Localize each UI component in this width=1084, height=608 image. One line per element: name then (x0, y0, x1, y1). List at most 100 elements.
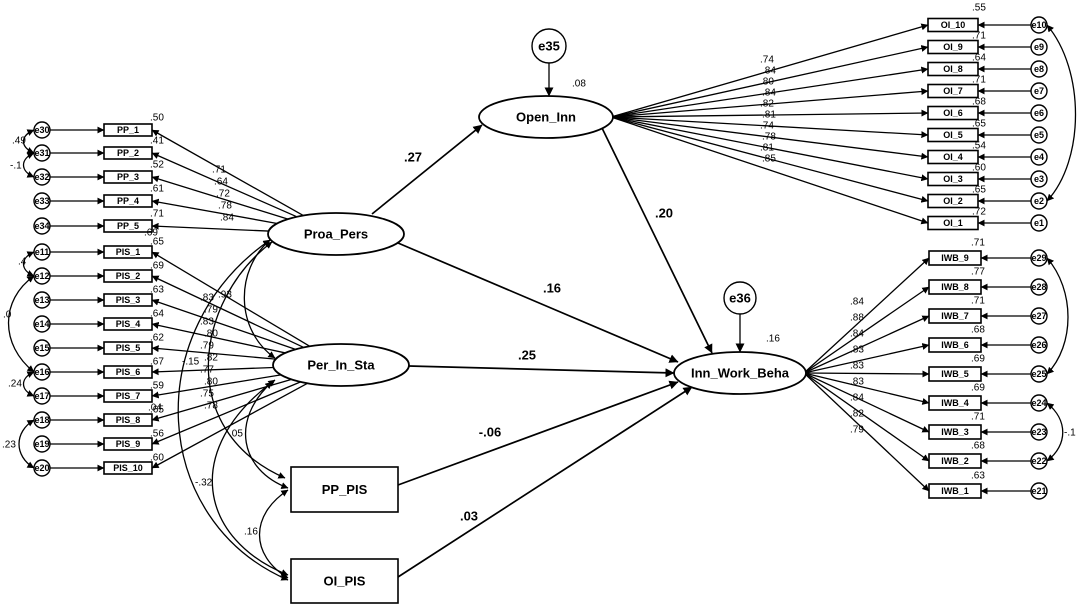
r2-label: .63 (150, 285, 164, 296)
loading-label: .84 (220, 213, 234, 224)
r2-label: .65 (972, 119, 986, 130)
latent-open-ellipse (478, 95, 614, 139)
iwb-item-box (928, 250, 982, 266)
loading-arrow (151, 222, 269, 232)
loading-label: .80 (204, 329, 218, 340)
loading-label: .84 (850, 393, 864, 404)
error-circle (33, 339, 51, 357)
loading-arrow (151, 175, 289, 220)
r2-label: .68 (972, 97, 986, 108)
residual-e36-circle (723, 281, 757, 315)
error-label: e17 (34, 391, 49, 401)
error-label: e31 (34, 148, 49, 158)
iwb-item-box (928, 483, 982, 499)
error-circle (1030, 365, 1048, 383)
errcov-e30-e31 (22, 129, 35, 154)
errcov-e18-e20 (18, 419, 35, 469)
pp-item-box (103, 146, 153, 160)
errcov-e29-e25 (1046, 257, 1069, 375)
oi-item-box (927, 17, 979, 33)
error-circle (33, 363, 51, 381)
r2-label: .69 (971, 383, 985, 394)
loading-arrow (610, 45, 929, 118)
loading-arrow (803, 370, 930, 378)
error-label: e7 (1034, 86, 1044, 96)
loading-label: .78 (762, 132, 776, 143)
residual-label: e35 (538, 39, 560, 54)
pp-pis-label: PP_PIS (322, 482, 368, 497)
error-circle (1030, 278, 1048, 296)
loading-arrow (803, 315, 930, 374)
error-circle (1030, 482, 1048, 500)
pis-item-label: PIS_8 (116, 415, 141, 425)
iwb-item-box (928, 424, 982, 440)
cov-label: .93 (218, 290, 232, 301)
r2-label: .71 (971, 412, 985, 423)
pp-item-label: PP_5 (117, 221, 139, 231)
errcov-e24-e22 (1046, 402, 1064, 462)
error-label: e16 (34, 367, 49, 377)
loading-label: .83 (850, 361, 864, 372)
loading-arrow (803, 257, 930, 374)
r2-label: .71 (150, 209, 164, 220)
loading-label: .85 (762, 154, 776, 165)
latent-per-label: Per_In_Sta (307, 358, 375, 373)
r2-label: .77 (971, 267, 985, 278)
pis-item-box (103, 389, 153, 403)
loading-label: .83 (850, 377, 864, 388)
loading-arrow (610, 116, 929, 139)
loading-arrow (151, 345, 276, 360)
errcov-e31-e32 (22, 152, 35, 178)
loading-arrow (610, 116, 929, 203)
cov-proa-oipis (177, 239, 289, 581)
oi-item-label: OI_10 (941, 20, 966, 30)
loading-label: .81 (760, 143, 774, 154)
error-circle (1030, 394, 1048, 412)
r2-label: .67 (150, 357, 164, 368)
loading-arrow (803, 372, 930, 405)
oi-item-label: OI_2 (943, 196, 963, 206)
r2-label: .64 (150, 309, 164, 320)
loading-arrow (151, 366, 274, 376)
r2-label: .65 (972, 185, 986, 196)
pp-item-label: PP_3 (117, 172, 139, 182)
error-label: e2 (1034, 196, 1044, 206)
r2-label: .69 (971, 354, 985, 365)
error-label: e34 (34, 221, 49, 231)
cov-label: .0 (3, 310, 12, 321)
error-label: e3 (1034, 174, 1044, 184)
residual-e35-circle (531, 28, 567, 64)
loading-arrow (610, 23, 929, 118)
error-circle (1030, 214, 1048, 232)
pis-item-label: PIS_1 (116, 247, 141, 257)
r2-label: .64 (972, 53, 986, 64)
pis-item-label: PIS_2 (116, 271, 141, 281)
pp-item-label: PP_2 (117, 148, 139, 158)
error-circle (33, 387, 51, 405)
loading-label: .64 (214, 177, 228, 188)
oi-item-label: OI_4 (943, 152, 963, 162)
cov-label: -.32 (195, 478, 213, 489)
iwb-item-box (928, 453, 982, 469)
errcov-e11-e12 (22, 251, 35, 277)
loading-label: .84 (762, 66, 776, 77)
error-label: e33 (34, 196, 49, 206)
r2-label: .65 (150, 405, 164, 416)
pis-item-box (103, 269, 153, 283)
loading-label: .79 (204, 305, 218, 316)
iwb-item-label: IWB_2 (941, 456, 969, 466)
oi-item-box (927, 215, 979, 231)
error-circle (33, 267, 51, 285)
r2-label: .61 (150, 184, 164, 195)
error-circle (1030, 38, 1048, 56)
cov-label: .23 (2, 440, 16, 451)
loading-label: .83 (200, 317, 214, 328)
loading-arrow (803, 286, 930, 374)
path-coef-label: .16 (543, 281, 561, 296)
loading-label: .82 (760, 99, 774, 110)
loading-arrow (151, 378, 292, 422)
iwb-item-label: IWB_8 (941, 282, 969, 292)
latent-inn-ellipse (673, 351, 807, 395)
cov-per-oipis (211, 379, 289, 576)
